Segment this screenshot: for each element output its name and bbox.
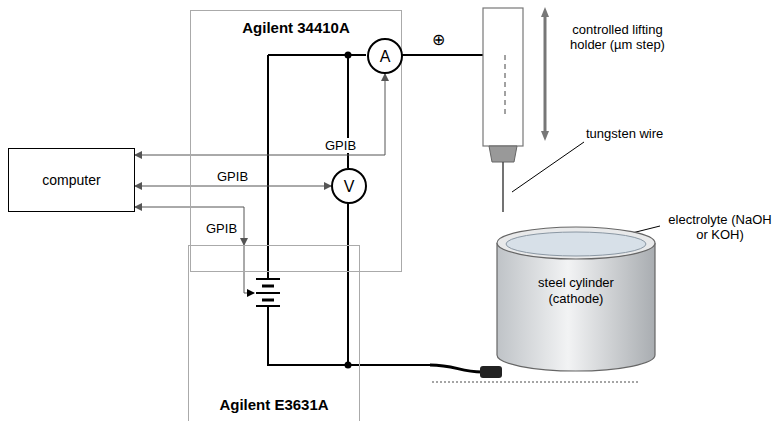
gpib-connector: [135, 186, 331, 187]
voltmeter-circle: V: [331, 168, 367, 204]
bus-label: GPIB: [323, 138, 358, 153]
wire: [347, 202, 349, 365]
part-label: tungsten wire: [586, 126, 663, 141]
meter-symbol: A: [380, 47, 391, 66]
tungsten-wire: [502, 162, 504, 212]
part-label: controlled lifting holder (µm step): [555, 22, 680, 52]
leader-line: [512, 142, 584, 192]
circuit-wire: [268, 55, 505, 372]
instrument-box: Agilent E3631A: [188, 245, 360, 421]
gpib-connector: [135, 74, 385, 155]
bus-label: GPIB: [215, 169, 250, 184]
cable: [430, 365, 482, 372]
ammeter-circle: A: [367, 38, 403, 74]
junction-dot: [345, 362, 352, 369]
part-label: electrolyte (NaOH or KOH): [664, 212, 776, 242]
ground-line: [432, 381, 640, 383]
polarity-sign: ⊕: [432, 32, 445, 47]
bus-label: GPIB: [204, 221, 239, 236]
junction-dot: [345, 52, 352, 59]
part-label: steel cylinder (cathode): [526, 275, 626, 307]
battery-symbol: [256, 279, 280, 306]
meter-symbol: V: [344, 177, 355, 196]
instrument-box: computer: [8, 148, 135, 212]
gpib-line: [244, 245, 254, 293]
holder-inner-wire: [505, 55, 506, 118]
box-title: computer: [42, 172, 100, 189]
box-title: Agilent E3631A: [219, 396, 328, 414]
steel-cylinder: steel cylinder (cathode): [495, 225, 657, 377]
cable-plug: [480, 366, 502, 378]
lift-arrow: [544, 12, 547, 136]
box-title: Agilent 34410A: [242, 19, 350, 37]
holder-chuck: [489, 146, 517, 162]
lifting-holder: [483, 8, 523, 146]
